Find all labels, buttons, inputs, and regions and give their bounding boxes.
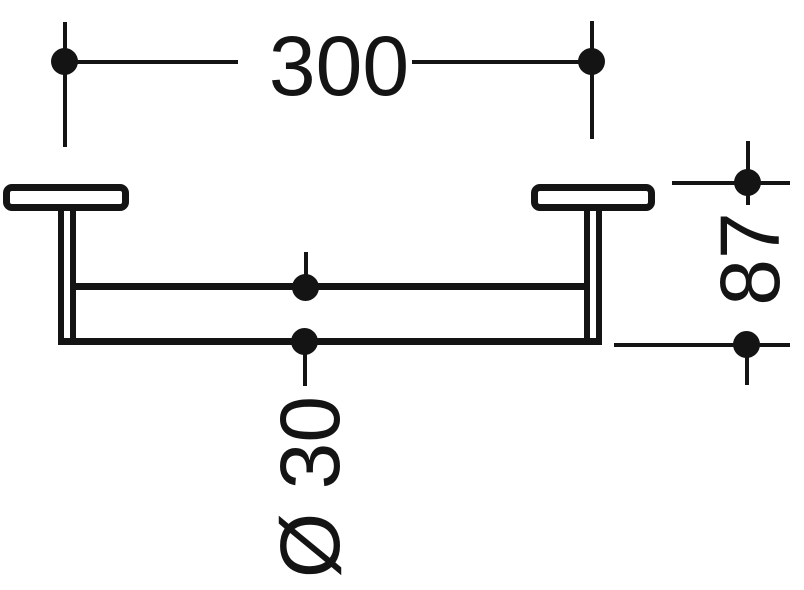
dimension-dot-icon bbox=[291, 328, 318, 355]
diameter-extension-line-top bbox=[304, 252, 308, 288]
right-wall-flange bbox=[531, 184, 655, 211]
left-wall-flange bbox=[3, 184, 129, 211]
tube-top-line bbox=[73, 283, 588, 290]
width-dimension-label: 300 bbox=[268, 19, 410, 113]
dimension-dot-icon bbox=[578, 48, 605, 75]
height-extension-line-bottom bbox=[745, 345, 749, 385]
dimension-dot-icon bbox=[51, 48, 78, 75]
left-post-inner-line bbox=[70, 207, 76, 345]
right-post-outer-line bbox=[596, 207, 602, 345]
dimension-dot-icon bbox=[733, 331, 760, 358]
height-dimension-line-top bbox=[672, 181, 790, 185]
left-post-outer-line bbox=[58, 207, 64, 345]
width-extension-line-right bbox=[590, 21, 594, 139]
right-post-inner-line bbox=[584, 207, 590, 345]
diameter-dimension-label: Ø 30 bbox=[263, 395, 357, 579]
diameter-extension-line-bottom bbox=[303, 342, 307, 386]
height-dimension-line-bottom bbox=[614, 343, 790, 347]
width-dimension-line-right-segment bbox=[412, 60, 593, 64]
tube-bottom-line bbox=[58, 338, 602, 345]
width-dimension-line-left-segment bbox=[65, 60, 238, 64]
width-extension-line-left bbox=[63, 22, 67, 147]
dimension-dot-icon bbox=[734, 169, 761, 196]
height-dimension-label: 87 bbox=[703, 212, 797, 306]
dimension-dot-icon bbox=[292, 274, 319, 301]
